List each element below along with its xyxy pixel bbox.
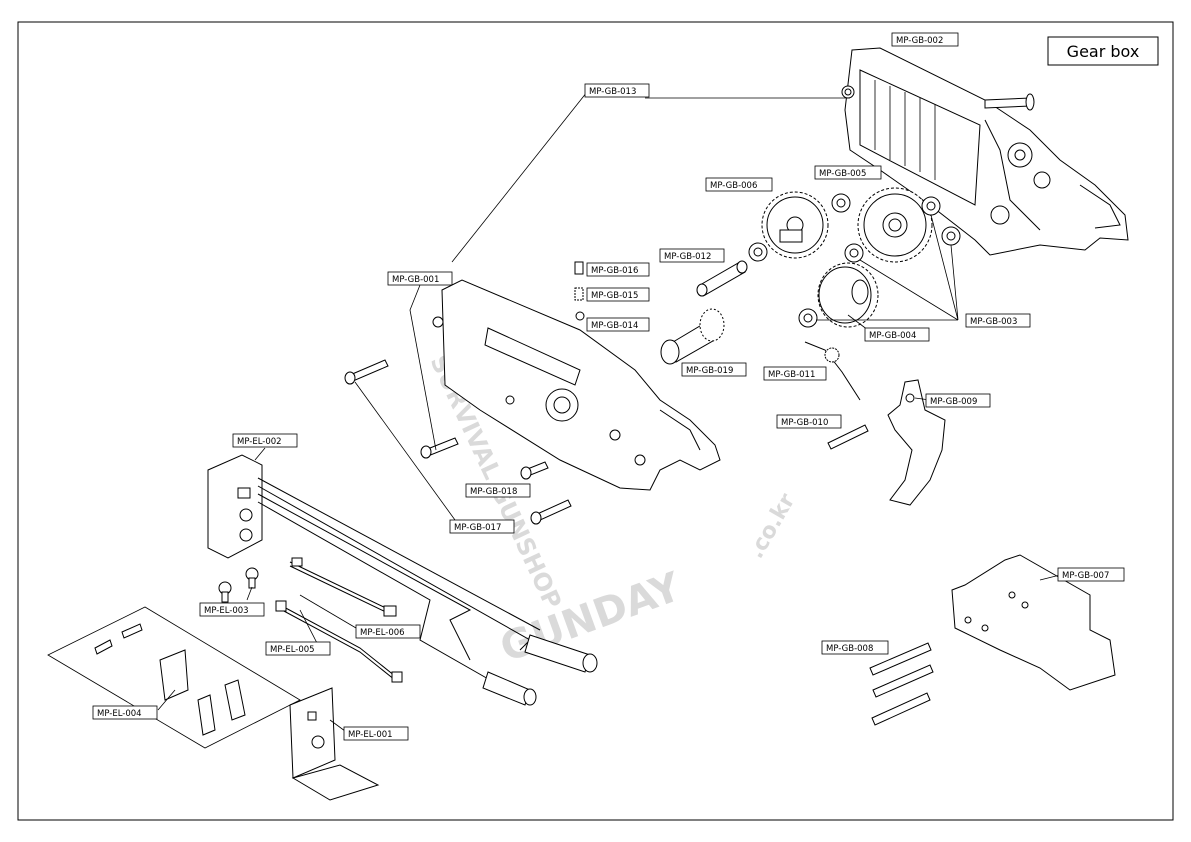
spur-gear-mp-gb-005: [857, 187, 933, 263]
label-mp-gb-005: MP-GB-005: [814, 165, 882, 180]
label-mp-gb-003: MP-GB-003: [965, 313, 1031, 328]
connector-tube: [524, 634, 598, 673]
page-frame: [17, 21, 1174, 821]
wire-harness-mp-el-005: [275, 600, 403, 683]
small-parts-014-016: [574, 261, 585, 321]
label-mp-gb-016: MP-GB-016: [586, 262, 650, 277]
label-mp-gb-001: MP-GB-001: [387, 271, 453, 286]
svg-text:MP-GB-011: MP-GB-011: [768, 370, 815, 380]
label-mp-el-004: MP-EL-004: [92, 705, 158, 720]
svg-text:MP-EL-002: MP-EL-002: [237, 437, 282, 447]
label-mp-el-002: MP-EL-002: [232, 433, 298, 448]
label-mp-gb-018: MP-GB-018: [465, 483, 531, 498]
bearings-mp-gb-003: [748, 193, 961, 328]
gearbox-left-half: [432, 279, 721, 491]
screw: [984, 93, 1035, 111]
sector-gear-mp-gb-006: [761, 191, 829, 259]
label-mp-gb-011: MP-GB-011: [763, 366, 827, 381]
svg-text:MP-GB-014: MP-GB-014: [591, 321, 638, 331]
screw-mp-gb-018: [520, 461, 549, 480]
svg-text:MP-GB-001: MP-GB-001: [392, 275, 439, 285]
svg-text:MP-GB-009: MP-GB-009: [930, 397, 977, 407]
svg-text:MP-GB-002: MP-GB-002: [896, 36, 943, 46]
svg-text:MP-GB-019: MP-GB-019: [686, 366, 733, 376]
svg-text:MP-EL-001: MP-EL-001: [348, 730, 393, 740]
label-mp-gb-008: MP-GB-008: [821, 640, 889, 655]
label-mp-gb-004: MP-GB-004: [864, 327, 930, 342]
svg-text:MP-EL-004: MP-EL-004: [97, 709, 142, 719]
label-mp-gb-015: MP-GB-015: [586, 287, 650, 302]
label-mp-el-003: MP-EL-003: [199, 602, 265, 617]
svg-text:MP-GB-005: MP-GB-005: [819, 169, 866, 179]
switch-block-mp-el-002: [207, 454, 263, 559]
wire-harness-mp-el-006: [289, 557, 397, 617]
svg-text:MP-GB-003: MP-GB-003: [970, 317, 1017, 327]
label-mp-gb-012: MP-GB-012: [659, 248, 725, 263]
svg-text:MP-GB-007: MP-GB-007: [1062, 571, 1109, 581]
pin-mp-gb-010: [827, 424, 869, 450]
label-mp-gb-009: MP-GB-009: [925, 393, 991, 408]
svg-text:MP-GB-006: MP-GB-006: [710, 181, 757, 191]
label-mp-el-005: MP-EL-005: [265, 641, 331, 656]
svg-text:MP-EL-006: MP-EL-006: [360, 628, 405, 638]
bracket-mp-gb-007: [951, 554, 1116, 691]
gear-mp-gb-019: [660, 308, 725, 365]
watermark-tld: .co.kr: [744, 489, 801, 563]
label-mp-gb-002: MP-GB-002: [891, 32, 959, 47]
title-box: Gear box: [1047, 36, 1159, 66]
svg-text:MP-GB-016: MP-GB-016: [591, 266, 638, 276]
screws-mp-el-003: [218, 567, 259, 603]
leader-lines: [157, 91, 1061, 732]
label-mp-el-006: MP-EL-006: [355, 624, 421, 639]
label-mp-gb-007: MP-GB-007: [1057, 567, 1125, 582]
pins-mp-gb-008: [869, 642, 934, 726]
connector-tube-2: [482, 671, 537, 706]
svg-text:MP-GB-012: MP-GB-012: [664, 252, 711, 262]
cylinder-mp-gb-012: [696, 260, 748, 297]
switch-plate-mp-el-001: [289, 687, 380, 801]
label-mp-gb-014: MP-GB-014: [586, 317, 650, 332]
label-mp-gb-006: MP-GB-006: [705, 177, 773, 192]
trigger-mp-gb-009: [887, 379, 946, 506]
bevel-gear-mp-gb-004: [817, 262, 879, 328]
svg-text:MP-EL-005: MP-EL-005: [270, 645, 315, 655]
spring-mp-gb-011: [804, 341, 861, 401]
svg-text:MP-GB-013: MP-GB-013: [589, 87, 636, 97]
svg-text:MP-GB-008: MP-GB-008: [826, 644, 873, 654]
plate-mp-el-004: [47, 606, 301, 749]
svg-text:MP-GB-017: MP-GB-017: [454, 523, 501, 533]
label-mp-gb-013: MP-GB-013: [584, 83, 650, 98]
svg-text:MP-GB-010: MP-GB-010: [781, 418, 828, 428]
label-mp-gb-010: MP-GB-010: [776, 414, 842, 429]
svg-text:MP-GB-018: MP-GB-018: [470, 487, 517, 497]
svg-text:MP-GB-004: MP-GB-004: [869, 331, 916, 341]
screws-mp-gb-017: [344, 359, 572, 525]
label-mp-el-001: MP-EL-001: [343, 726, 409, 741]
label-mp-gb-019: MP-GB-019: [681, 362, 747, 377]
label-mp-gb-017: MP-GB-017: [449, 519, 515, 534]
svg-text:MP-GB-015: MP-GB-015: [591, 291, 638, 301]
svg-text:MP-EL-003: MP-EL-003: [204, 606, 249, 616]
page-title: Gear box: [1067, 42, 1140, 61]
